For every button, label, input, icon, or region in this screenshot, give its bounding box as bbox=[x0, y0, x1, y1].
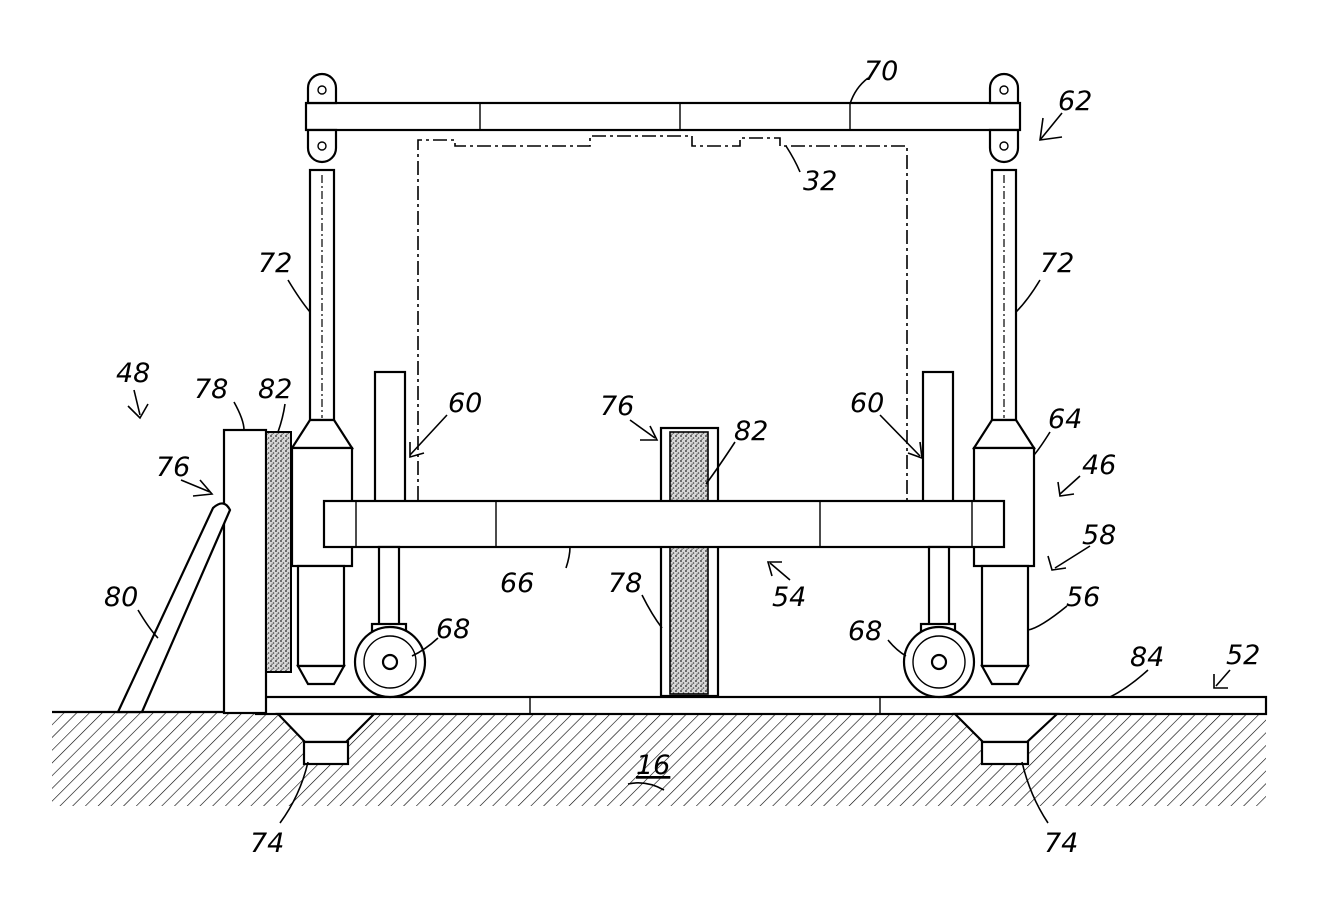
label-72-right: 72 bbox=[1040, 248, 1074, 279]
label-74-right: 74 bbox=[1044, 828, 1078, 859]
base-plate bbox=[256, 697, 1266, 714]
leg-left bbox=[379, 547, 399, 627]
label-78-left: 78 bbox=[194, 374, 228, 405]
label-46: 46 bbox=[1082, 450, 1116, 481]
label-58: 58 bbox=[1082, 520, 1116, 551]
wall-left bbox=[224, 430, 291, 713]
label-60-left: 60 bbox=[448, 388, 482, 419]
hanger-rod-left bbox=[310, 170, 334, 420]
jack-right bbox=[974, 420, 1034, 684]
label-74-left: 74 bbox=[250, 828, 284, 859]
label-60-right: 60 bbox=[850, 388, 884, 419]
hanger-rod-right bbox=[992, 170, 1016, 420]
label-52: 52 bbox=[1226, 640, 1260, 671]
label-76-left: 76 bbox=[156, 452, 190, 483]
label-54: 54 bbox=[772, 582, 806, 613]
lift-beam bbox=[306, 103, 1020, 130]
label-62: 62 bbox=[1058, 86, 1092, 117]
post-right bbox=[923, 372, 953, 502]
label-68-right: 68 bbox=[848, 616, 882, 647]
label-76-center: 76 bbox=[600, 391, 634, 422]
cross-beam bbox=[324, 501, 1004, 547]
label-66: 66 bbox=[500, 568, 534, 599]
label-48: 48 bbox=[116, 358, 150, 389]
label-16: 16 bbox=[636, 750, 670, 781]
label-80: 80 bbox=[104, 582, 138, 613]
leg-right bbox=[929, 547, 949, 627]
post-left bbox=[375, 372, 405, 502]
center-post bbox=[661, 428, 718, 696]
label-56: 56 bbox=[1066, 582, 1100, 613]
label-82-center: 82 bbox=[734, 416, 768, 447]
wheel-right bbox=[904, 624, 974, 697]
label-72-left: 72 bbox=[258, 248, 292, 279]
wheel-left bbox=[355, 624, 425, 697]
jack-left bbox=[292, 420, 352, 684]
label-68-left: 68 bbox=[436, 614, 470, 645]
label-32: 32 bbox=[803, 166, 837, 197]
label-84: 84 bbox=[1130, 642, 1164, 673]
label-64: 64 bbox=[1048, 404, 1082, 435]
label-70: 70 bbox=[864, 56, 898, 87]
label-82-left: 82 bbox=[258, 374, 292, 405]
label-78-center: 78 bbox=[608, 568, 642, 599]
